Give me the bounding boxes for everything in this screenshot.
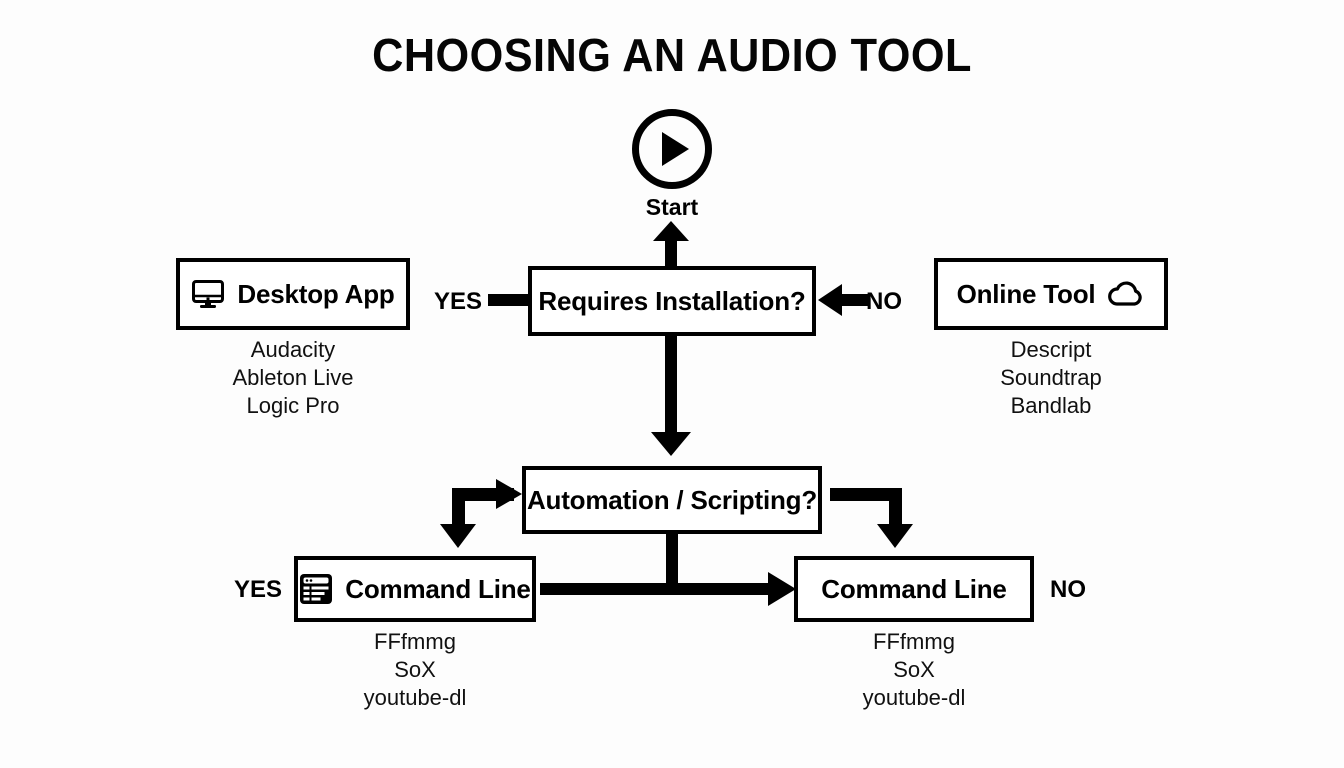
terminal-window-icon (299, 573, 333, 605)
edge-automation-right-vertical (889, 488, 902, 532)
list-item: SoX (394, 657, 436, 682)
edge-automation-right-arrowhead-down (877, 524, 913, 548)
list-item: Audacity (250, 337, 336, 362)
edge-automation-right-horizontal (830, 488, 902, 501)
edge-automation-left-vertical (452, 488, 465, 532)
edge-requires-to-start-arrowhead (653, 221, 689, 241)
node-command-line-right-items: FFfmmg SoX youtube-dl (794, 628, 1034, 712)
node-command-line-left-items: FFfmmg SoX youtube-dl (294, 628, 536, 712)
node-online-tool-items: Descript Soundtrap Bandlab (934, 336, 1168, 420)
node-desktop-app-label: Desktop App (237, 278, 395, 309)
node-requires-installation[interactable]: Requires Installation? (528, 266, 816, 336)
edge-requires-to-start-shaft (665, 237, 677, 269)
edge-no-top-shaft (840, 294, 870, 306)
list-item: Ableton Live (232, 365, 354, 390)
play-circle-icon (632, 109, 712, 189)
node-desktop-app[interactable]: Desktop App (176, 258, 410, 330)
list-item: SoX (893, 657, 935, 682)
edge-automation-left-arrowhead-down (440, 524, 476, 548)
monitor-icon (191, 279, 225, 309)
list-item: FFfmmg (374, 629, 456, 654)
edge-label-yes-top: YES (434, 288, 483, 315)
edge-label-yes-bottom: YES (234, 576, 283, 603)
node-command-line-left-label: Command Line (345, 573, 531, 604)
list-item: youtube-dl (363, 685, 467, 710)
list-item: Logic Pro (246, 393, 340, 418)
list-item: youtube-dl (862, 685, 966, 710)
page-title: CHOOSING AN AUDIO TOOL (372, 29, 972, 81)
edge-label-no-top: NO (866, 288, 902, 315)
node-command-line-right-label: Command Line (821, 573, 1007, 604)
play-triangle-icon (662, 132, 689, 166)
edge-cmdleft-to-cmdright-arrowhead (768, 572, 796, 606)
edge-automation-left-arrowhead-right (496, 479, 522, 509)
node-command-line-right[interactable]: Command Line (794, 556, 1034, 622)
edge-cmdleft-to-cmdright-shaft (540, 583, 772, 595)
list-item: Descript (1010, 337, 1092, 362)
edge-yes-top-connector (488, 294, 530, 306)
node-online-tool[interactable]: Online Tool (934, 258, 1168, 330)
edge-no-top-arrowhead (818, 284, 842, 316)
node-requires-installation-label: Requires Installation? (538, 285, 806, 316)
cloud-icon (1107, 281, 1145, 307)
list-item: Soundtrap (1000, 365, 1102, 390)
start-node[interactable] (632, 109, 712, 189)
node-online-tool-label: Online Tool (956, 278, 1096, 309)
node-command-line-left[interactable]: Command Line (294, 556, 536, 622)
list-item: FFfmmg (873, 629, 955, 654)
node-automation-scripting[interactable]: Automation / Scripting? (522, 466, 822, 534)
node-automation-scripting-label: Automation / Scripting? (526, 484, 818, 515)
edge-label-no-bottom: NO (1050, 576, 1086, 603)
list-item: Bandlab (1010, 393, 1092, 418)
start-label: Start (645, 194, 699, 220)
edge-requires-to-automation-arrowhead (651, 432, 691, 456)
node-desktop-app-items: Audacity Ableton Live Logic Pro (176, 336, 410, 420)
edge-requires-to-automation-shaft (665, 336, 677, 444)
edge-automation-center-stub (666, 534, 678, 588)
